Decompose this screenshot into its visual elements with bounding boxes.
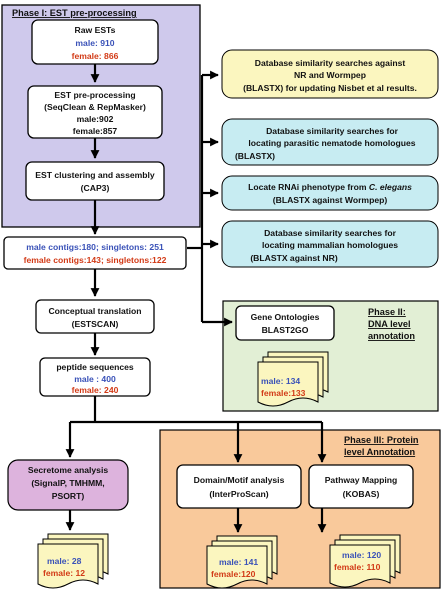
preprocessing-line1: EST pre-processing [54,90,135,100]
pathway-line2: (KOBAS) [343,489,380,499]
peptides-box [39,357,151,397]
go-box [235,305,335,341]
raw-ests-box [31,19,159,65]
go-male: male: 134 [261,376,300,386]
phase2-title-line3: annotation [368,331,415,341]
raw-ests-male: male: 910 [75,38,114,48]
domain-line1: Domain/Motif analysis [194,475,285,485]
search2-line3: (BLASTX) [235,151,275,161]
secretome-box [7,459,129,511]
clustering-line2: (CAP3) [81,183,110,193]
secretome-document-stack [37,533,109,589]
domain-box [176,464,302,509]
search-nr-wormpep-box [221,49,439,99]
search-parasitic-box [221,118,439,166]
search-mammalian-box [221,220,439,268]
raw-ests-female: female: 866 [72,51,119,61]
search1-line1: Database similarity searches against [255,58,406,68]
secretome-line2: (SignalP, TMHMM, [31,478,104,488]
pathway-line1: Pathway Mapping [325,475,398,485]
secretome-line3: PSORT) [52,491,85,501]
go-female: female:133 [261,388,306,398]
preprocessing-line2: (SeqClean & RepMasker) [44,102,146,112]
raw-ests-title: Raw ESTs [75,25,116,35]
translation-box [35,299,155,334]
go-line1: Gene Ontologies [251,312,320,322]
go-line2: BLAST2GO [262,325,309,335]
translation-line1: Conceptual translation [48,306,141,316]
preprocessing-female: female:857 [73,126,118,136]
domain-female: female:120 [211,569,256,579]
phase3-title-line1: Phase III: Protein [344,435,419,445]
secretome-line1: Secretome analysis [28,465,108,475]
contigs-female: female contigs:143; singletons:122 [24,255,167,265]
secretome-male: male: 28 [47,556,82,566]
pathway-box [308,464,414,509]
preprocessing-male: male:902 [77,114,114,124]
phase3-title-line2: level Annotation [344,447,416,457]
contigs-box [3,236,187,270]
go-document-stack [257,351,329,407]
phase1-title: Phase I: EST pre-processing [12,8,137,18]
contigs-male: male contigs:180; singletons: 251 [26,242,164,252]
search2-line2: locating parasitic nematode homologues [248,138,415,148]
phase2-title-line2: DNA level [368,319,411,329]
search3-line2: (BLASTX against Wormpep) [273,195,388,205]
domain-line2: (InterProScan) [209,489,268,499]
search1-line3: (BLASTX) for updating Nisbet et al resul… [243,83,417,93]
search-rnai-box [221,175,439,211]
pathway-female: female: 110 [334,562,381,572]
search4-line3: (BLASTX against NR) [250,253,338,263]
search3-line1: Locate RNAi phenotype from C. elegans [248,182,412,192]
pathway-document-stack [329,534,401,588]
search4-line1: Database similarity searches for [264,228,396,238]
clustering-line1: EST clustering and assembly [35,170,155,180]
peptides-female: female: 240 [72,385,119,395]
domain-document-stack [206,535,278,589]
search4-line2: locating mammalian homologues [262,240,398,250]
peptides-male: male : 400 [74,374,116,384]
translation-line2: (ESTSCAN) [72,319,119,329]
search1-line2: NR and Wormpep [294,70,366,80]
clustering-box [25,161,165,201]
pathway-male: male: 120 [342,550,381,560]
preprocessing-box [27,85,163,139]
peptides-title: peptide sequences [56,362,134,372]
phase2-title-line1: Phase II: [368,307,406,317]
secretome-female: female: 12 [43,568,85,578]
domain-male: male: 141 [219,557,258,567]
search2-line1: Database similarity searches for [266,126,398,136]
